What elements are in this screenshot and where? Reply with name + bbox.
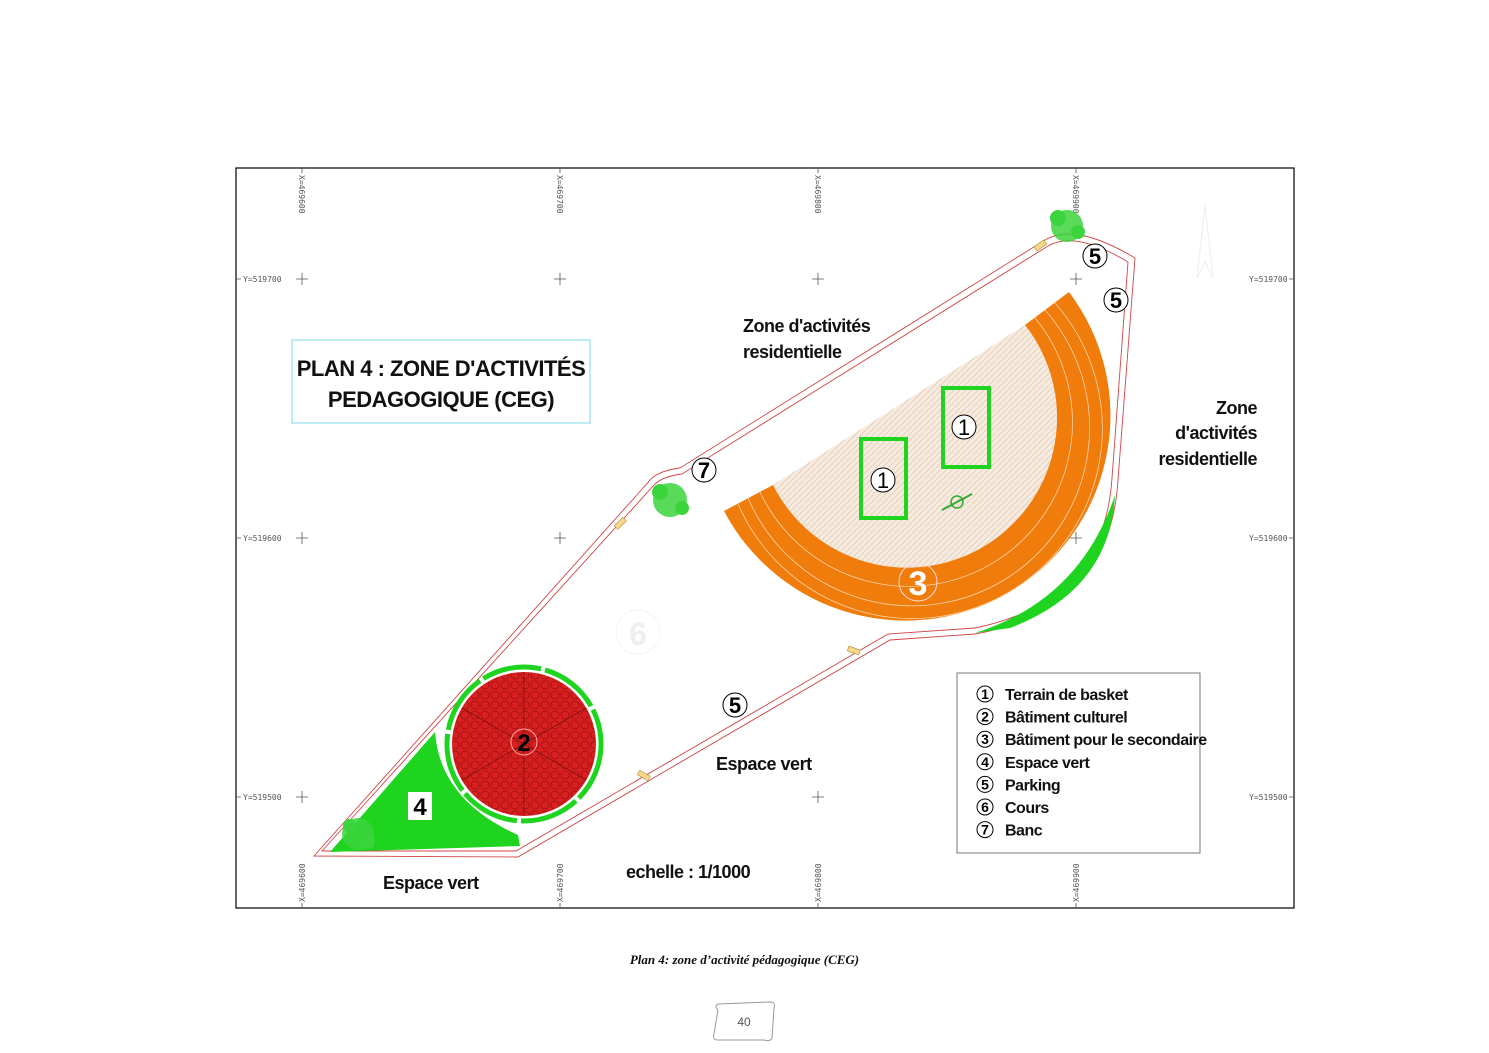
- legend-number-circle: [976, 753, 994, 771]
- marker-5: 5: [722, 692, 748, 718]
- scale-label: echelle : 1/1000: [626, 862, 751, 882]
- legend-number: 2: [981, 709, 989, 725]
- zone-label: Espace vert: [716, 754, 812, 774]
- svg-text:5: 5: [1110, 288, 1122, 313]
- svg-text:4: 4: [413, 794, 427, 821]
- zone-label: residentielle: [743, 342, 842, 362]
- legend-label: Bâtiment culturel: [1005, 710, 1127, 727]
- legend-number: 7: [981, 822, 989, 838]
- legend-number: 1: [981, 686, 989, 702]
- marker-5: 5: [1082, 243, 1108, 269]
- grid-y-label: Y=519700: [243, 275, 282, 284]
- zone-label: residentielle: [1158, 449, 1257, 469]
- legend: 1 Terrain de basket 2 Bâtiment culturel 3 Bât…: [956, 672, 1208, 854]
- secondary-building: [724, 292, 1111, 621]
- legend-number-circle: [976, 775, 994, 793]
- svg-text:2: 2: [517, 730, 530, 757]
- north-arrow-icon: [1196, 204, 1214, 279]
- legend-number: 4: [981, 754, 989, 770]
- legend-number: 3: [981, 731, 989, 747]
- legend-number-circle: [976, 708, 994, 726]
- legend-label: Bâtiment pour le secondaire: [1005, 732, 1207, 749]
- legend-item: 4 Espace vert: [976, 753, 1091, 772]
- marker-3: 3: [898, 562, 938, 603]
- legend-number: 6: [981, 799, 989, 815]
- grid-y-label: Y=519600: [243, 534, 282, 543]
- plan-title-box: [291, 339, 591, 424]
- grid-y-label: Y=519500: [243, 793, 282, 802]
- court-area: [773, 325, 1058, 568]
- svg-text:3: 3: [909, 565, 928, 603]
- marker-4: 4: [408, 792, 432, 821]
- grid-x-label: X=469800: [814, 863, 823, 902]
- grid-y-label: Y=519500: [1249, 793, 1288, 802]
- plan-title: PEDAGOGIQUE (CEG): [328, 387, 554, 412]
- marker-5: 5: [1103, 287, 1129, 313]
- zone-label: Espace vert: [383, 873, 479, 893]
- svg-text:5: 5: [1089, 244, 1101, 269]
- svg-text:7: 7: [698, 458, 710, 483]
- marker-7: 7: [691, 457, 717, 483]
- legend-label: Espace vert: [1005, 755, 1091, 772]
- grid-x-label: X=469600: [297, 175, 306, 214]
- bench-icon: [613, 239, 1048, 782]
- page-number: 40: [737, 1015, 751, 1029]
- fountain-icon: [941, 493, 973, 511]
- grid-x-label: X=469600: [298, 863, 307, 902]
- legend-item: 3 Bâtiment pour le secondaire: [976, 730, 1208, 749]
- legend-label: Cours: [1005, 800, 1049, 817]
- legend-item: 1 Terrain de basket: [976, 685, 1129, 704]
- plan-title: PLAN 4 : ZONE D'ACTIVITÉS: [297, 356, 586, 381]
- zone-label: Zone: [1216, 398, 1257, 418]
- figure-caption: Plan 4: zone d’activité pédagogique (CEG…: [629, 952, 860, 967]
- legend-item: 2 Bâtiment culturel: [976, 708, 1128, 727]
- grid-y-label: Y=519700: [1249, 275, 1288, 284]
- marker-1: 1: [870, 467, 896, 493]
- cultural-building-ring: [444, 664, 604, 824]
- legend-number-circle: [976, 730, 994, 748]
- basketball-court: [941, 386, 991, 469]
- legend-label: Terrain de basket: [1005, 687, 1129, 704]
- svg-text:5: 5: [729, 693, 741, 718]
- grid-x-label: X=469700: [555, 175, 564, 214]
- svg-text:1: 1: [958, 415, 970, 440]
- legend-number-circle: [976, 821, 994, 839]
- legend-label: Banc: [1005, 823, 1043, 840]
- grid-x-label: X=469900: [1071, 175, 1080, 214]
- tree-icon: [652, 483, 689, 517]
- basketball-court: [859, 437, 908, 520]
- svg-text:1: 1: [877, 468, 889, 493]
- tree-icon: [342, 818, 375, 850]
- grid-x-label: X=469700: [556, 863, 565, 902]
- legend-number-circle: [976, 798, 994, 816]
- grid-y-label: Y=519600: [1249, 534, 1288, 543]
- marker-6: 6: [615, 609, 661, 655]
- svg-text:6: 6: [629, 616, 647, 652]
- legend-number-circle: [976, 685, 994, 703]
- zone-label: d'activités: [1175, 423, 1257, 443]
- green-space-right: [975, 495, 1115, 633]
- grid-x-label: X=469800: [813, 175, 822, 214]
- marker-1: 1: [951, 414, 977, 440]
- legend-item: 7 Banc: [976, 821, 1043, 840]
- tree-icon: [1050, 210, 1085, 242]
- legend-item: 5 Parking: [976, 775, 1061, 794]
- page-number-scroll: 40: [712, 1000, 776, 1042]
- marker-2: 2: [510, 728, 538, 757]
- zone-label: Zone d'activités: [743, 316, 871, 336]
- legend-label: Parking: [1005, 777, 1060, 794]
- legend-item: 6 Cours: [976, 798, 1050, 817]
- grid-x-label: X=469900: [1072, 863, 1081, 902]
- legend-number: 5: [981, 776, 989, 792]
